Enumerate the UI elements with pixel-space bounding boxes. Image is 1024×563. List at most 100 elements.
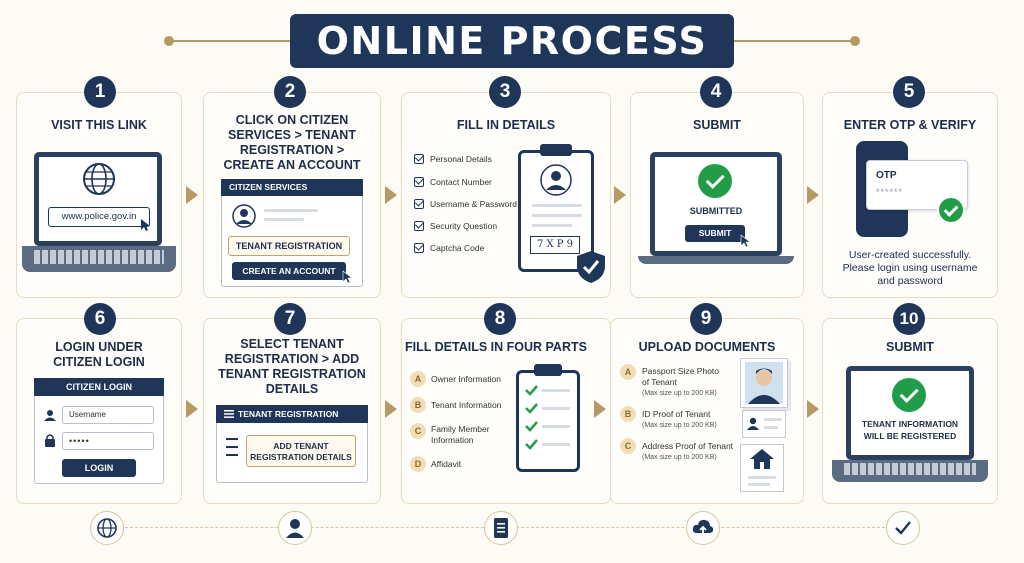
step-number-7: 7 xyxy=(274,303,306,335)
part-letter: B xyxy=(410,397,426,413)
checkbox-icon xyxy=(414,243,424,253)
success-check-icon xyxy=(698,164,732,198)
step-number-5: 5 xyxy=(893,76,925,108)
step-number-4: 4 xyxy=(700,76,732,108)
captcha-box: 7 X P 9 xyxy=(530,236,580,254)
arrow-7-8 xyxy=(385,400,397,418)
document-icon xyxy=(494,518,508,538)
step-heading-10: SUBMIT xyxy=(886,340,934,354)
placeholder-line xyxy=(264,218,304,221)
lock-icon xyxy=(45,434,55,447)
detail-item: Captcha Code xyxy=(430,243,485,253)
cursor-icon xyxy=(740,234,751,248)
doc-letter: B xyxy=(620,406,636,422)
clipboard-clip xyxy=(534,364,562,376)
person-photo-icon xyxy=(745,362,783,404)
step-heading-9: UPLOAD DOCUMENTS xyxy=(638,340,776,354)
placeholder-line xyxy=(532,224,572,227)
step-number-9: 9 xyxy=(690,303,722,335)
step-heading-8: FILL DETAILS IN FOUR PARTS xyxy=(405,340,587,354)
otp-success-message: User-created successfully. Please login … xyxy=(842,249,978,287)
checkbox-icon xyxy=(414,199,424,209)
laptop-screen-1 xyxy=(34,152,162,246)
placeholder-line xyxy=(748,476,776,479)
placeholder-line xyxy=(748,483,770,486)
placeholder-line xyxy=(532,204,582,207)
step-number-3: 3 xyxy=(489,76,521,108)
checkbox-icon xyxy=(414,154,424,164)
arrow-2-3 xyxy=(385,186,397,204)
id-card-icon xyxy=(742,410,786,438)
part-label: Family Member Information xyxy=(431,424,490,445)
part-letter: A xyxy=(410,371,426,387)
otp-input[interactable]: ****** xyxy=(876,187,904,197)
step-number-1: 1 xyxy=(84,76,116,108)
arrow-9-10 xyxy=(807,400,819,418)
submitted-status: SUBMITTED xyxy=(689,206,743,216)
otp-label: OTP xyxy=(876,170,897,181)
doc-label: Passport Size Photo of Tenant xyxy=(642,366,720,387)
tenant-registration-button[interactable]: TENANT REGISTRATION xyxy=(228,236,350,256)
login-panel-header: CITIZEN LOGIN xyxy=(34,378,164,396)
shield-check-icon xyxy=(577,251,605,283)
page-title: ONLINE PROCESS xyxy=(290,14,734,68)
part-label: Affidavit xyxy=(431,459,462,469)
doc-label: ID Proof of Tenant xyxy=(642,409,711,419)
placeholder-line xyxy=(764,426,778,429)
home-icon xyxy=(750,449,774,469)
checkbox-icon xyxy=(414,177,424,187)
tenant-panel-title: TENANT REGISTRATION xyxy=(238,409,339,419)
step-heading-4: SUBMIT xyxy=(693,118,741,132)
arrow-3-4 xyxy=(614,186,626,204)
laptop-base-4 xyxy=(638,256,794,264)
user-avatar-icon xyxy=(232,204,256,228)
part-letter: D xyxy=(410,456,426,472)
title-dot-left xyxy=(164,36,174,46)
globe-icon xyxy=(83,163,115,195)
menu-icon xyxy=(224,410,234,418)
part-label: Tenant Information xyxy=(431,400,502,410)
clipboard-clip xyxy=(540,144,572,156)
step-number-10: 10 xyxy=(893,303,925,335)
step-heading-5: ENTER OTP & VERIFY xyxy=(843,118,977,132)
checklist-icon xyxy=(525,385,570,450)
bottom-check-badge xyxy=(886,511,920,545)
list-icon xyxy=(226,438,238,456)
cursor-icon xyxy=(342,270,353,284)
verify-check-icon xyxy=(937,196,965,224)
placeholder-line xyxy=(264,209,318,212)
username-field[interactable]: Username xyxy=(62,406,154,424)
submit-button[interactable]: SUBMIT xyxy=(685,225,745,242)
create-account-button[interactable]: CREATE AN ACCOUNT xyxy=(232,262,346,280)
step-heading-1: VISIT THIS LINK xyxy=(51,118,147,132)
laptop-keyboard-10 xyxy=(844,463,976,475)
part-label: Owner Information xyxy=(431,374,501,384)
doc-letter: A xyxy=(620,364,636,380)
panel-header-2: CITIZEN SERVICES xyxy=(221,179,363,196)
doc-letter: C xyxy=(620,438,636,454)
url-field[interactable]: www.police.gov.in xyxy=(48,207,150,227)
cursor-icon xyxy=(141,219,150,231)
doc-label: Address Proof of Tenant xyxy=(642,441,734,451)
arrow-1-2 xyxy=(186,186,198,204)
doc-note: (Max size up to 200 KB) xyxy=(642,454,717,461)
login-button[interactable]: LOGIN xyxy=(62,459,136,477)
doc-note: (Max size up to 200 KB) xyxy=(642,390,717,397)
password-field[interactable]: ••••• xyxy=(62,432,154,450)
user-icon xyxy=(44,410,56,421)
step-heading-6: LOGIN UNDER CITIZEN LOGIN xyxy=(53,340,145,369)
placeholder-line xyxy=(532,214,582,217)
detail-item: Username & Password xyxy=(430,199,517,209)
arrow-4-5 xyxy=(807,186,819,204)
doc-note: (Max size up to 200 KB) xyxy=(642,422,717,429)
registration-message: TENANT INFORMATION WILL BE REGISTERED xyxy=(861,419,959,441)
step-number-8: 8 xyxy=(484,303,516,335)
detail-item: Security Question xyxy=(430,221,498,231)
cloud-upload-icon xyxy=(692,519,714,536)
add-tenant-registration-button[interactable]: ADD TENANT REGISTRATION DETAILS xyxy=(246,435,356,467)
checkmark-icon xyxy=(895,521,911,535)
step-number-6: 6 xyxy=(84,303,116,335)
success-check-icon xyxy=(892,378,926,412)
step-heading-7: SELECT TENANT REGISTRATION > ADD TENANT … xyxy=(218,337,366,396)
detail-item: Contact Number xyxy=(430,177,492,187)
